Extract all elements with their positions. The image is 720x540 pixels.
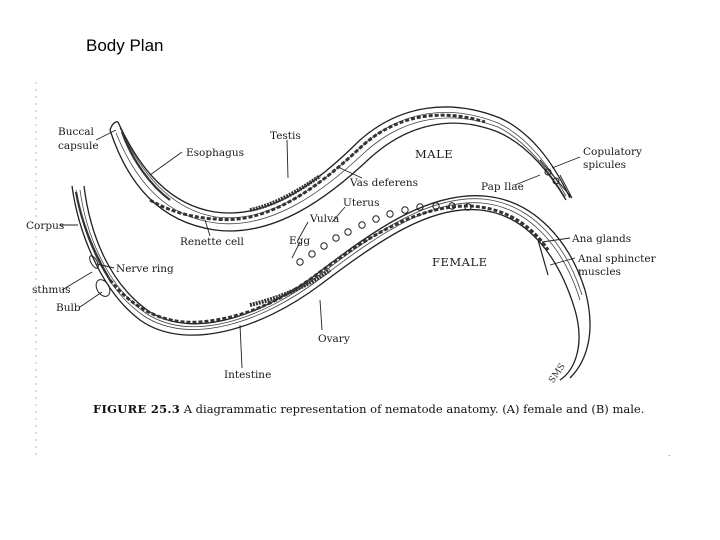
label-ovary: Ovary (318, 333, 350, 345)
label-bulb: Bulb (56, 302, 81, 314)
label-vulva: Vulva (309, 213, 339, 225)
label-renette-cell: Renette cell (180, 236, 245, 248)
label-female: FEMALE (432, 255, 488, 269)
male-body-outer-top (117, 106, 571, 214)
label-nerve-ring: Nerve ring (116, 263, 174, 275)
leader-lines (60, 129, 581, 369)
figure-caption-label: FIGURE 25.3 (93, 402, 181, 416)
label-vas-deferens: Vas deferens (349, 177, 418, 189)
label-testis: Testis (270, 130, 301, 142)
male-worm (109, 106, 573, 232)
label-anal-sphincter: Anal sphincter (577, 253, 657, 265)
label-male: MALE (415, 147, 453, 161)
label-capsule: capsule (58, 140, 99, 152)
label-copulatory: Copulatory (583, 146, 642, 158)
artist-signature: SMS (547, 362, 568, 385)
female-body-outer-top (71, 185, 580, 381)
label-anal-glands: Ana glands (571, 233, 631, 245)
figure-caption-text: A diagrammatic representation of nematod… (183, 402, 645, 416)
label-intestine: Intestine (224, 369, 271, 381)
label-uterus: Uterus (343, 197, 379, 209)
label-buccal: Buccal (58, 126, 94, 138)
label-papillae: Pap Ilae (481, 181, 524, 193)
label-isthmus: sthmus (32, 284, 70, 296)
female-worm (71, 185, 591, 381)
label-spicules: spicules (583, 159, 626, 171)
scan-mark: . (668, 449, 671, 458)
figure-caption: FIGURE 25.3 A diagrammatic representatio… (93, 402, 653, 416)
slide-title: Body Plan (86, 36, 164, 55)
label-egg: Egg (289, 235, 310, 247)
label-corpus: Corpus (26, 220, 64, 232)
label-esophagus: Esophagus (186, 147, 244, 159)
diagram-labels: Buccal capsule Esophagus Testis MALE Cop… (26, 126, 657, 385)
male-body-outer-bottom (109, 122, 567, 232)
label-muscles: muscles (578, 266, 621, 278)
female-body-outer-bottom (83, 185, 591, 379)
